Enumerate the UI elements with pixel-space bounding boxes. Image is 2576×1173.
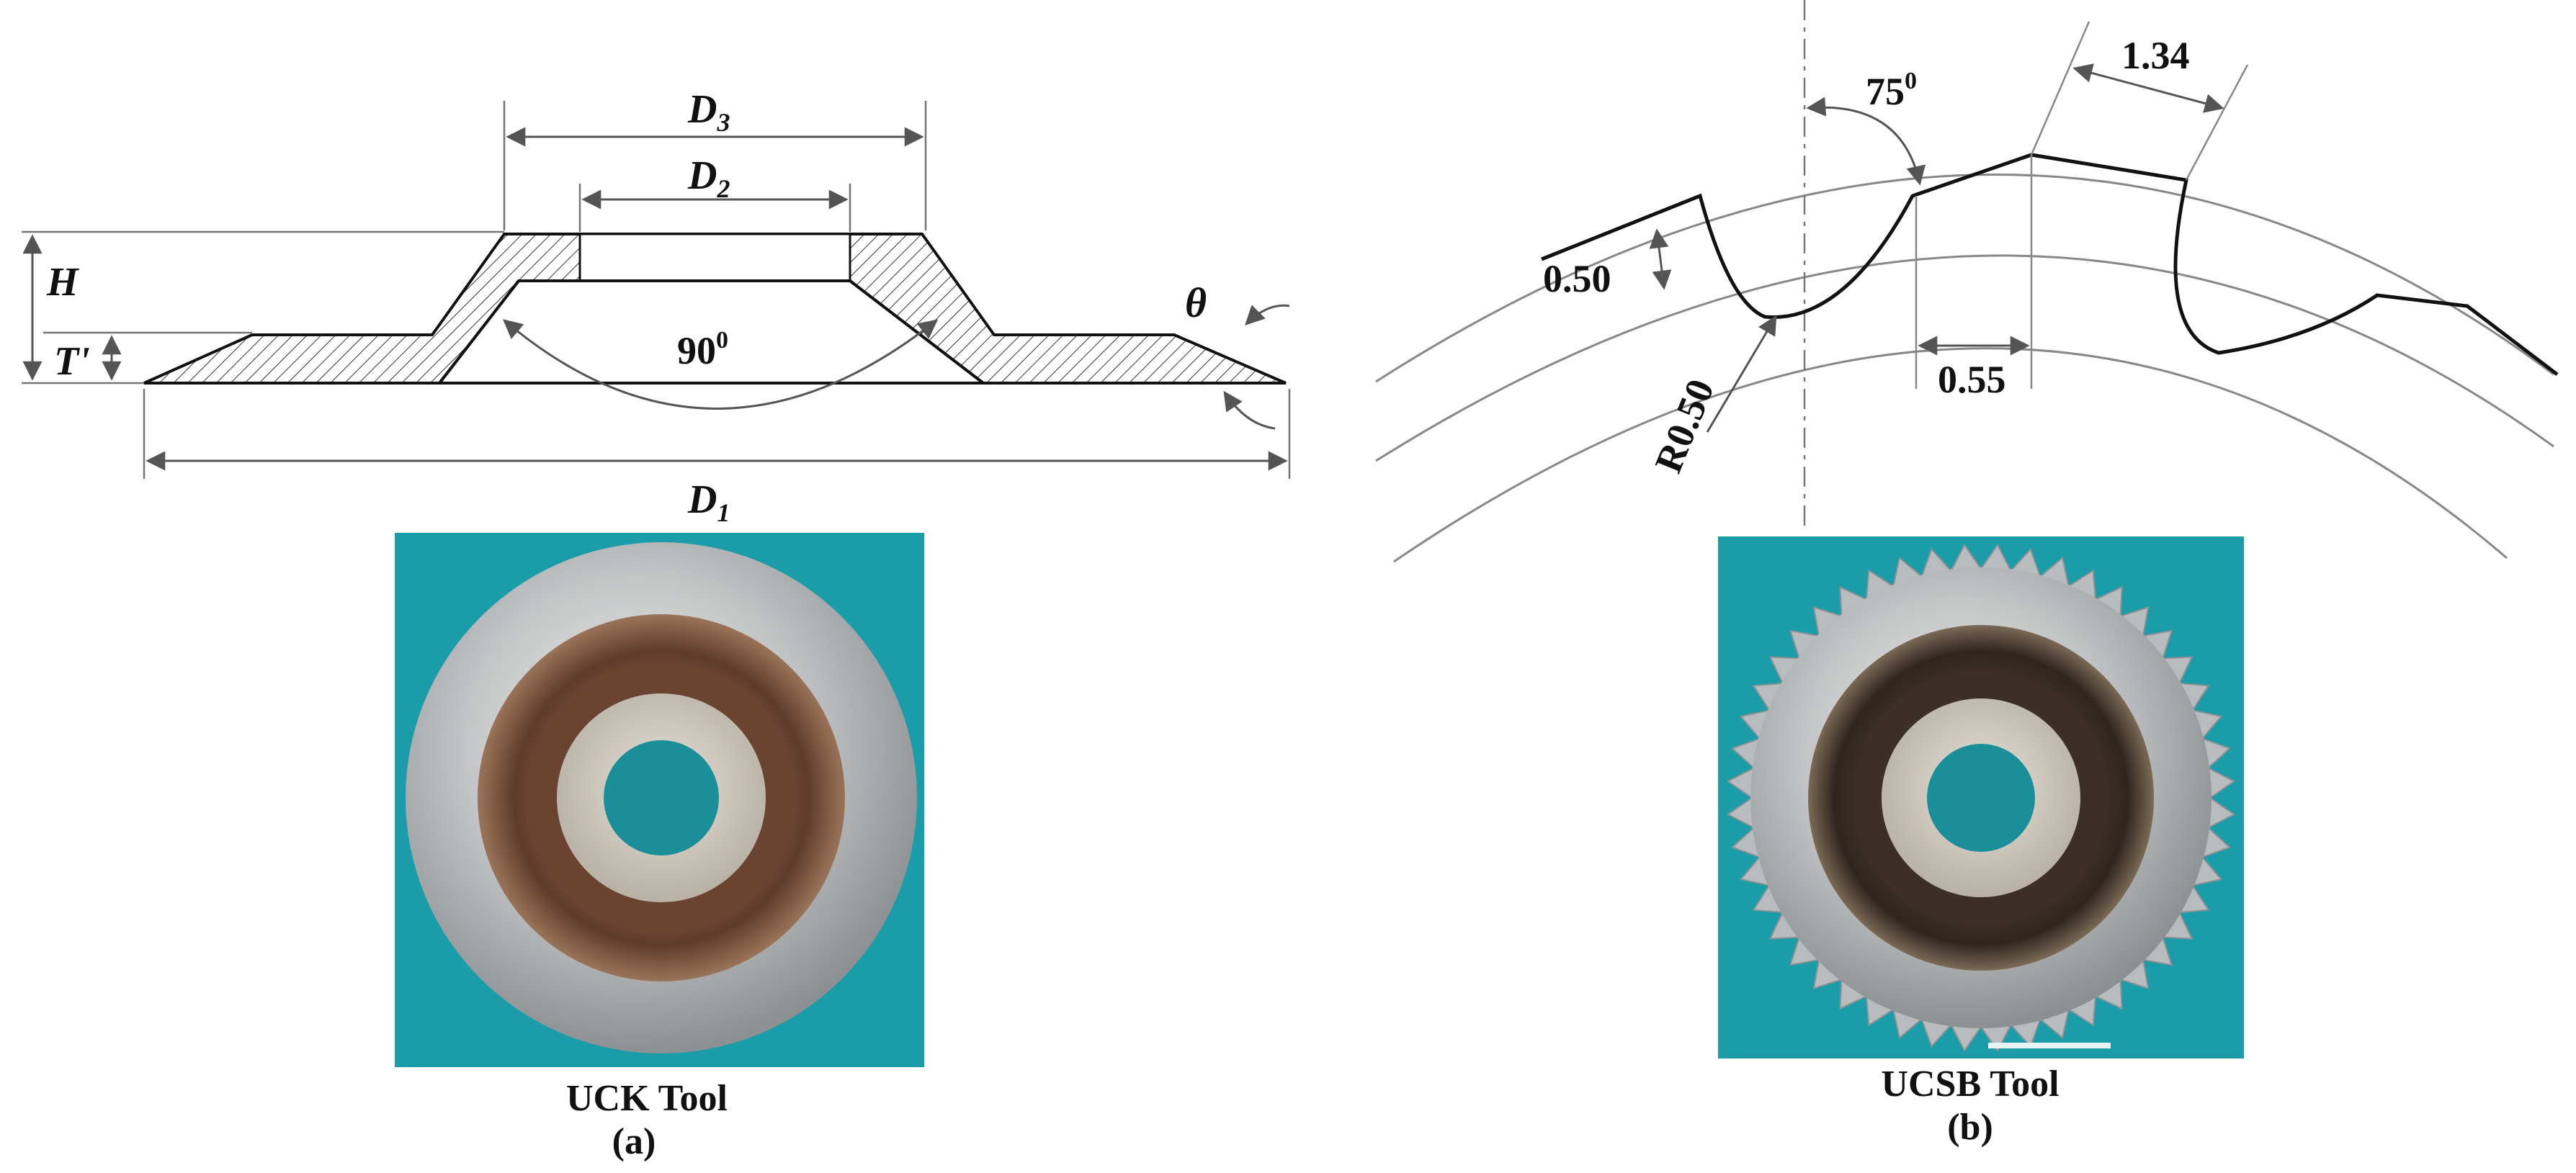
angle-75-label: 750 bbox=[1866, 68, 1917, 113]
ucsb-tool-title: UCSB Tool bbox=[1881, 1064, 2059, 1105]
uck-tool-title: UCK Tool bbox=[566, 1078, 728, 1119]
pitch-label: 1.34 bbox=[2121, 34, 2190, 77]
panel-b-drawing: 1.34 750 0.50 0.55 R0.50 bbox=[1375, 0, 2559, 563]
uck-tool-photo bbox=[395, 533, 924, 1067]
d2-label: D2 bbox=[687, 153, 730, 203]
panel-a-drawing: D3 D2 D1 H T' 900 θ bbox=[22, 87, 1291, 527]
land-label: 0.55 bbox=[1938, 358, 2006, 401]
d3-label: D3 bbox=[687, 87, 730, 137]
uck-bore bbox=[578, 233, 851, 282]
h-label: H bbox=[46, 260, 79, 305]
angle-90-label: 900 bbox=[677, 327, 728, 372]
d1-label: D1 bbox=[687, 477, 730, 527]
depth-label: 0.50 bbox=[1543, 257, 1611, 300]
middle-arc bbox=[1375, 254, 2554, 462]
theta-label: θ bbox=[1185, 279, 1207, 326]
caption-b: (b) bbox=[1947, 1107, 1993, 1148]
t-label: T' bbox=[54, 339, 90, 384]
outer-arc bbox=[1375, 174, 2554, 383]
tooth-profile bbox=[1541, 153, 2559, 376]
ucsb-tool-photo bbox=[1718, 536, 2244, 1059]
caption-a: (a) bbox=[612, 1121, 656, 1162]
